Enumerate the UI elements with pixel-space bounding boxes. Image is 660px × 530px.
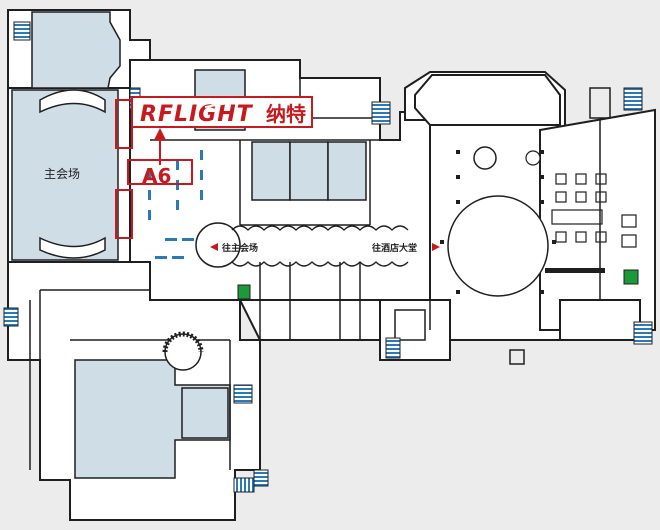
octagon-lobby	[414, 74, 561, 297]
corridor-scallops	[231, 225, 409, 267]
main-hall-curves	[39, 89, 106, 259]
room-blocks	[11, 11, 367, 479]
exit-markers	[237, 269, 639, 300]
room-meeting-1	[251, 141, 291, 201]
room-top-left	[31, 11, 121, 89]
spiral-stair	[162, 331, 204, 371]
brand-banner: RFLIGHT 纳特	[131, 96, 313, 128]
stair-lower-center	[385, 337, 401, 359]
pillars	[440, 150, 556, 294]
stair-lower-left	[233, 384, 253, 404]
stair-bottom-mid	[233, 477, 255, 493]
hall-partition	[545, 268, 605, 273]
direction-to-main-hall: 往主会场	[210, 242, 258, 254]
stair-bottom-right	[253, 469, 269, 487]
room-meeting-3	[327, 141, 367, 201]
booth-number: A6	[142, 164, 171, 188]
brand-logo: RFLIGHT	[140, 102, 254, 127]
stair-right-mid	[371, 101, 391, 125]
to-hotel-lobby-label: 往酒店大堂	[372, 242, 417, 254]
brand-logo-cn: 纳特	[266, 102, 306, 126]
grid-squares	[551, 173, 637, 248]
stair-top-left	[13, 21, 31, 41]
stair-right-lower	[633, 321, 653, 345]
direction-to-hotel-lobby: 往酒店大堂	[372, 242, 440, 254]
interior-walls	[29, 77, 640, 470]
room-meeting-2	[289, 141, 329, 201]
stair-right-top	[623, 87, 643, 111]
to-main-hall-label: 往主会场	[222, 242, 258, 254]
stair-left-mid	[3, 307, 19, 327]
booth-label: A6	[142, 128, 171, 188]
main-hall-label: 主会场	[44, 167, 80, 181]
stairwells	[3, 21, 653, 493]
room-lower-side	[181, 387, 229, 439]
